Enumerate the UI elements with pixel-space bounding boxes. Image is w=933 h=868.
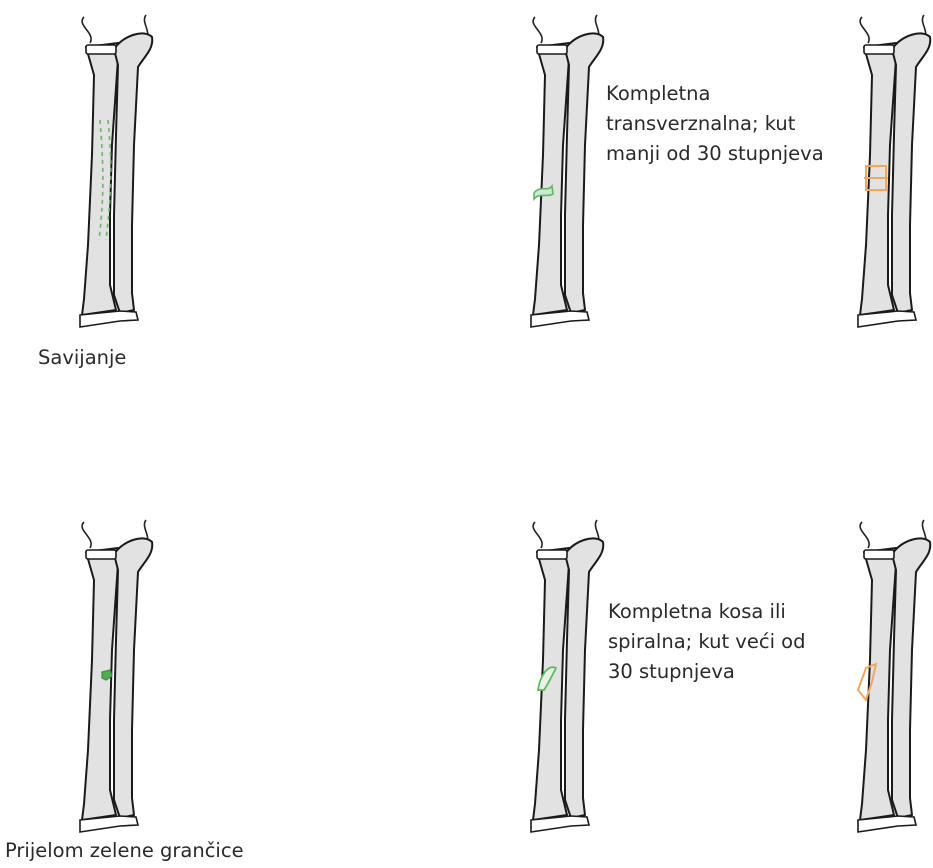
caption-oblique-line-1: Kompletna kosa ili (608, 600, 786, 623)
caption-greenstick-line-1: Prijelom zelene grančice (5, 839, 244, 862)
caption-oblique: Kompletna kosa ili spiralna; kut veći od… (608, 597, 806, 687)
panel-greenstick-diagram (80, 520, 152, 832)
panel-transverse-displaced-diagram (858, 15, 930, 327)
caption-bend-line-1: Savijanje (38, 346, 126, 369)
panel-bend-diagram (80, 15, 152, 327)
panel-transverse-diagram (531, 15, 603, 327)
caption-greenstick: Prijelom zelene grančice (5, 836, 244, 866)
caption-transverse-line-3: manji od 30 stupnjeva (606, 142, 824, 165)
caption-bend: Savijanje (38, 343, 126, 373)
panel-oblique-displaced-diagram (858, 520, 930, 832)
caption-transverse-line-2: transverznalna; kut (606, 112, 795, 135)
panel-oblique-diagram (531, 520, 603, 832)
caption-oblique-line-2: spiralna; kut veći od (608, 630, 806, 653)
caption-transverse-line-1: Kompletna (606, 82, 711, 105)
caption-transverse: Kompletna transverznalna; kut manji od 3… (606, 79, 824, 169)
caption-oblique-line-3: 30 stupnjeva (608, 660, 735, 683)
